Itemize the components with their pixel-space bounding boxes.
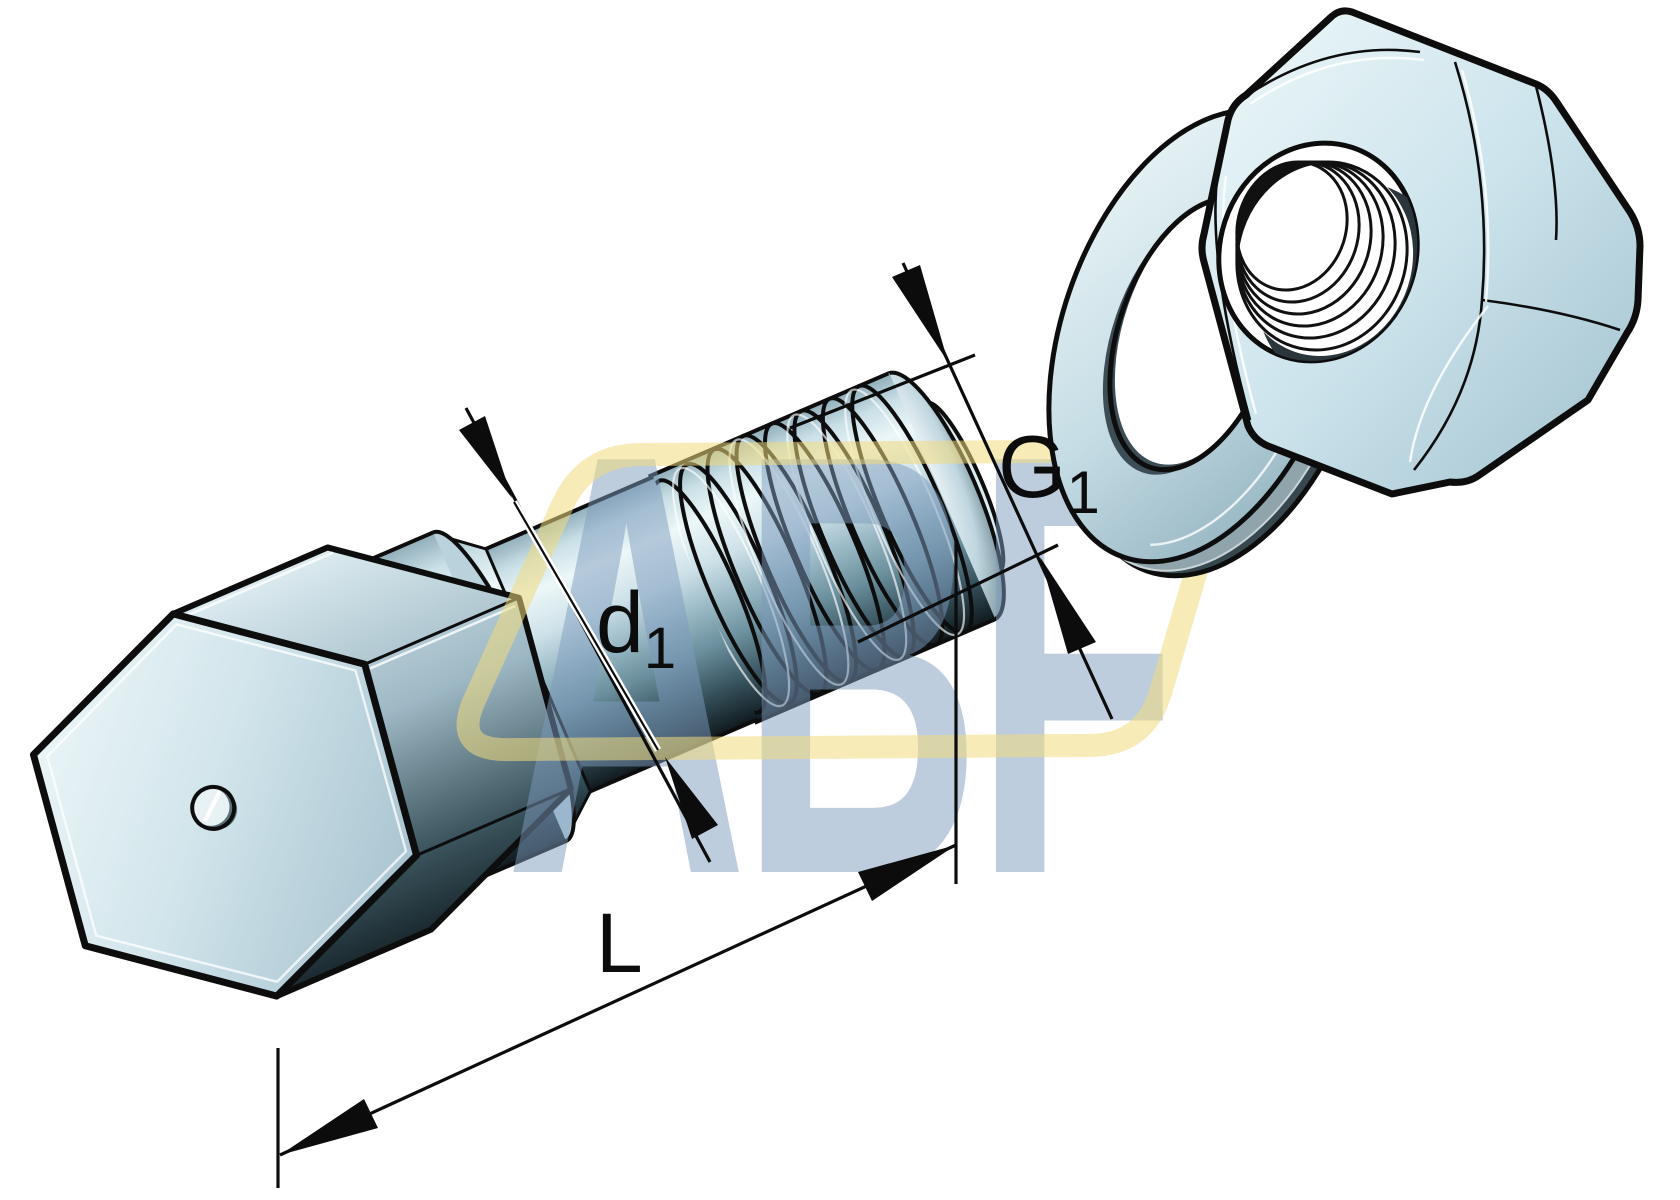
label-L: L — [596, 896, 643, 990]
L-dimension-line — [279, 843, 957, 1157]
d1-arrowhead-top — [459, 416, 512, 498]
d1-crossing-core — [513, 501, 659, 751]
G1-extension-line-bottom — [857, 543, 1059, 644]
G1-extension-line-top — [789, 353, 976, 430]
nut-facet-lines — [1214, 48, 1621, 471]
G1-arrowhead-bottom — [1040, 557, 1096, 654]
dimension-G1 — [789, 262, 1114, 720]
G1-arrowhead-top — [892, 265, 948, 362]
nut-silhouette — [1198, 7, 1644, 498]
dimension-d1 — [459, 407, 718, 863]
label-G1: G1 — [998, 417, 1100, 526]
dimension-L — [276, 538, 958, 1188]
d1-arrowhead-bottom — [665, 757, 718, 839]
label-d1: d1 — [596, 575, 676, 681]
dimension-layer: G1 d1 L — [276, 262, 1114, 1188]
nut-facet-highlights — [1222, 56, 1490, 463]
hex-nut — [1198, 7, 1644, 498]
L-arrowhead-left — [280, 1099, 378, 1155]
hex-head-face — [29, 610, 421, 1000]
L-arrowhead-right — [858, 845, 956, 901]
